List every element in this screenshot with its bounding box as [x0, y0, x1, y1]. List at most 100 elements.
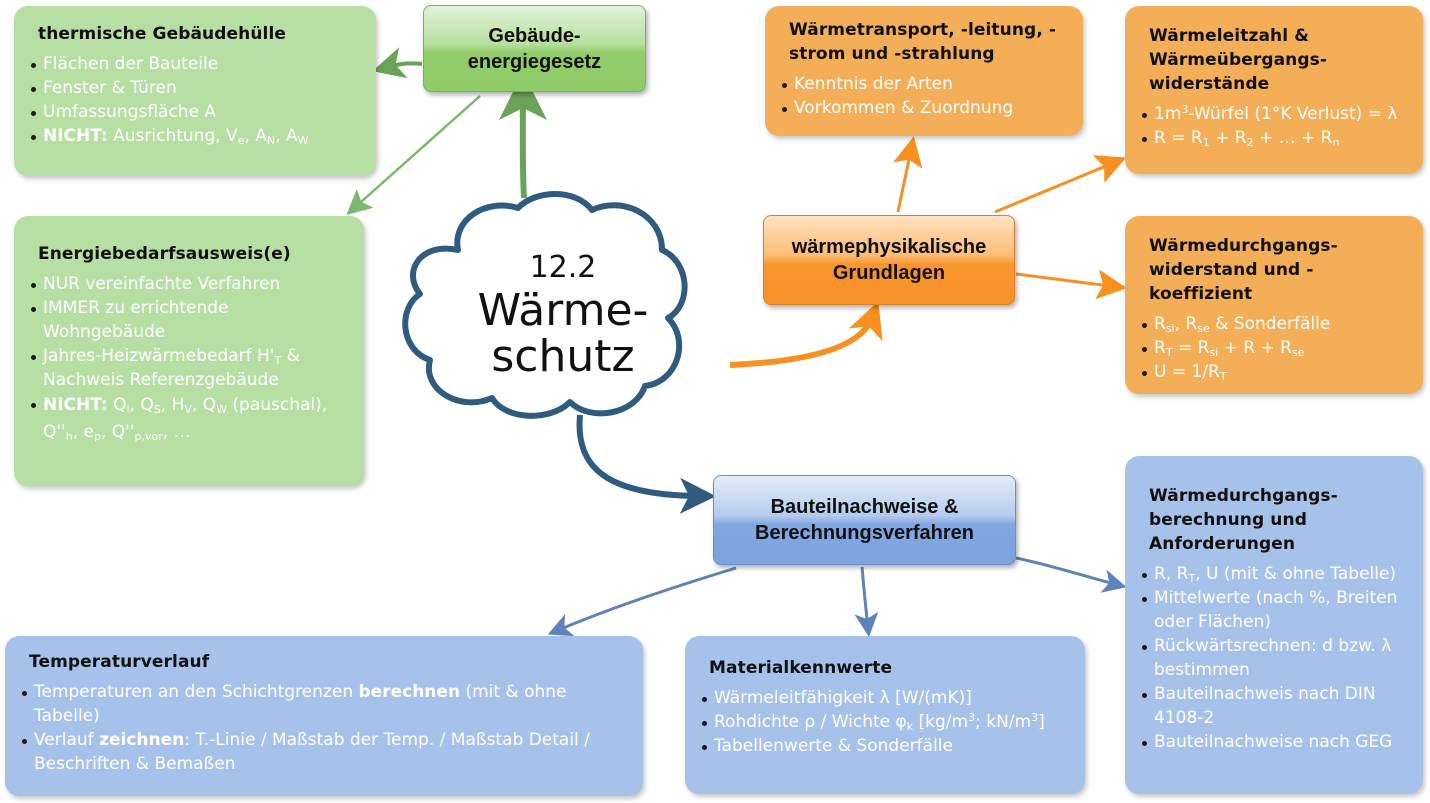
box-energy-certificate: Energiebedarfsausweis(e) NUR vereinfacht…: [14, 216, 364, 486]
hub-physics-line2: Grundlagen: [832, 262, 946, 284]
superscript: 3: [1181, 103, 1189, 116]
list-item: Tabellenwerte & Sonderfälle: [699, 734, 1071, 758]
hub-verification[interactable]: Bauteilnachweise &Berechnungsverfahren: [713, 475, 1016, 565]
bold-part: zeichnen: [99, 730, 185, 750]
box-conductivity: Wärmeleitzahl & Wärmeübergangs-widerstän…: [1125, 6, 1423, 174]
connector-physics-to-transport: [893, 136, 923, 213]
list-item: IMMER zu errichtende Wohngebäude: [28, 296, 350, 344]
text-part: R = R: [1154, 128, 1203, 148]
list-item: Vorkommen & Zuordnung: [779, 96, 1069, 120]
subscript: W: [216, 403, 227, 416]
text-part: -Würfel (1°K Verlust) = λ: [1188, 104, 1398, 124]
subscript: p,vor: [134, 430, 163, 443]
subscript: T: [1165, 346, 1173, 359]
list-item: Umfassungsfläche A: [28, 100, 362, 124]
box-material-title: Materialkennwerte: [709, 658, 893, 678]
hub-geg-line2: energiegesetz: [467, 50, 602, 73]
list-item: Kenntnis der Arten: [779, 72, 1069, 96]
list-item: Jahres-Heizwärmebedarf H'T & Nachweis Re…: [28, 344, 350, 392]
text-part: & Sonderfälle: [1209, 314, 1331, 334]
not-label: NICHT:: [43, 126, 108, 146]
text-part: , …: [162, 422, 191, 442]
subscript: si: [1165, 322, 1175, 335]
box-heat-transport: Wärmetransport, -leitung, -strom und -st…: [765, 6, 1083, 136]
connector-verification-to-calculation: [1015, 556, 1127, 593]
text-part: , Q: [129, 395, 154, 415]
text-part: [kg/m: [913, 712, 969, 732]
list-item: Temperaturen an den Schichtgrenzen berec…: [19, 680, 629, 728]
connector-geg-to-certificate: [346, 95, 481, 215]
connector-physics-to-transmittance: [1015, 269, 1127, 300]
text-part: = R: [1172, 338, 1210, 358]
text-part: + R + R: [1218, 338, 1292, 358]
hub-geg[interactable]: Gebäude-energiegesetz: [423, 5, 646, 92]
subscript: 2: [1246, 136, 1254, 149]
text-part: R: [1154, 314, 1166, 334]
text-part: + … + R: [1253, 128, 1333, 148]
subscript: N: [266, 134, 276, 147]
box-temperature-title: Temperaturverlauf: [29, 652, 210, 672]
list-item: RT = Rsi + R + Rse: [1139, 336, 1409, 360]
list-item: NICHT: Qi, QS, HV, QW (pauschal), Q''h, …: [28, 392, 350, 446]
text-part: ; kN/m: [975, 712, 1032, 732]
list-item: Bauteilnachweise nach GEG: [1139, 730, 1409, 754]
hub-physics-line1: wärmephysikalische: [791, 236, 987, 258]
box-calculation: Wärmedurchgangs-berechnung und Anforderu…: [1125, 456, 1423, 794]
text-part: Q: [113, 395, 127, 415]
text-part: , R: [1174, 314, 1198, 334]
center-title-line2: schutz: [491, 331, 635, 382]
box-thermal-envelope: thermische Gebäudehülle Flächen der Baut…: [14, 6, 376, 176]
text-part: , e: [72, 422, 94, 442]
list-item: Mittelwerte (nach %, Breiten oder Fläche…: [1139, 586, 1409, 634]
list-item: NICHT: Ausrichtung, Ve, AN, AW: [28, 124, 362, 148]
subscript: n: [1332, 136, 1340, 149]
center-topic-number: 12.2: [529, 250, 597, 285]
text-part: + R: [1209, 128, 1247, 148]
list-item: Verlauf zeichnen: T.-Linie / Maßstab der…: [19, 728, 629, 776]
subscript: i: [126, 403, 130, 416]
text-part: R, R: [1154, 564, 1189, 584]
text-part: Rohdichte ρ / Wichte φ: [714, 712, 907, 732]
connector-center-to-verification: [576, 414, 716, 514]
subscript: S: [153, 403, 161, 416]
list-item: Fenster & Türen: [28, 76, 362, 100]
list-item: U = 1/RT: [1139, 360, 1409, 384]
text-part: , Q: [191, 395, 217, 415]
text-part: , H: [160, 395, 185, 415]
text-part: U = 1/R: [1154, 362, 1220, 382]
hub-verification-line1: Bauteilnachweise &: [770, 496, 959, 518]
text-part: 1m: [1154, 104, 1182, 124]
list-item: NUR vereinfachte Verfahren: [28, 272, 350, 296]
text-part: Jahres-Heizwärmebedarf H': [43, 346, 275, 366]
text-part: Ausrichtung, V: [113, 126, 238, 146]
superscript: 3: [1031, 711, 1039, 724]
center-title-line1: Wärme-: [477, 285, 649, 336]
subscript: V: [184, 403, 192, 416]
box-material: Materialkennwerte Wärmeleitfähigkeit λ […: [685, 636, 1085, 794]
subscript: se: [1197, 322, 1210, 335]
subscript: 1: [1202, 136, 1210, 149]
text-part: (mit & ohne Tabelle): [34, 682, 567, 726]
list-item: 1m3-Würfel (1°K Verlust) = λ: [1139, 102, 1409, 126]
subscript: k: [906, 720, 914, 733]
list-item: R, RT, U (mit & ohne Tabelle): [1139, 562, 1409, 586]
text-part: Verlauf: [34, 730, 100, 750]
superscript: 3: [968, 711, 976, 724]
connector-geg-to-envelope: [372, 47, 423, 79]
center-cloud-shape: [402, 191, 688, 419]
subscript: T: [1188, 572, 1196, 585]
box-transmittance: Wärmedurchgangs-widerstand und -koeffizi…: [1125, 216, 1423, 394]
hub-geg-line1: Gebäude-: [488, 24, 581, 47]
text-part: & Nachweis Referenzgebäude: [43, 346, 300, 390]
subscript: h: [65, 430, 73, 443]
list-item: Wärmeleitfähigkeit λ [W/(mK)]: [699, 686, 1071, 710]
text-part: , A: [275, 126, 298, 146]
subscript: si: [1209, 346, 1219, 359]
text-part: , A: [244, 126, 267, 146]
connector-center-to-physics: [729, 301, 883, 368]
box-heat-transport-title: Wärmetransport, -leitung, -strom und -st…: [789, 20, 1057, 64]
bold-part: berechnen: [358, 682, 461, 702]
not-label: NICHT:: [43, 395, 108, 415]
text-part: (pauschal), Q'': [43, 395, 328, 442]
